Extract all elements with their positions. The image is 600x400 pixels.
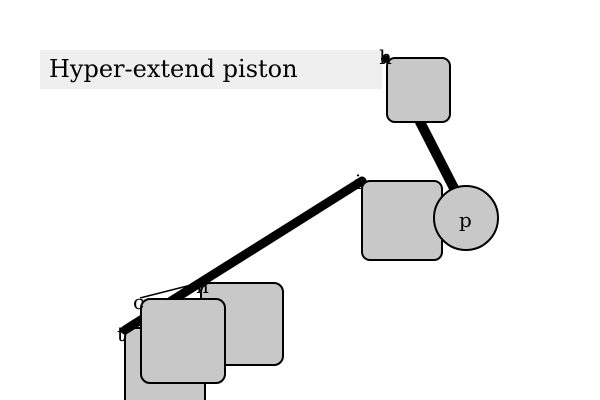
left-block[interactable] (140, 298, 226, 384)
joint-label-upper: i (355, 170, 361, 194)
joint-label-left: c (133, 290, 144, 314)
joint-base[interactable] (121, 326, 129, 334)
top-block[interactable] (386, 57, 451, 123)
joint-label-middle: n (196, 274, 209, 298)
joint-middle[interactable] (199, 279, 207, 287)
joint-top[interactable] (381, 55, 389, 63)
piston-label: p (459, 208, 472, 232)
piston[interactable] (433, 185, 499, 251)
short-rod[interactable] (413, 115, 463, 199)
joint-label-top: h (379, 45, 392, 69)
joint-upper[interactable] (358, 177, 366, 185)
upper-block[interactable] (361, 180, 443, 261)
task-instruction: Hyper-extend piston (40, 50, 382, 89)
joint-label-base: t (117, 322, 125, 346)
